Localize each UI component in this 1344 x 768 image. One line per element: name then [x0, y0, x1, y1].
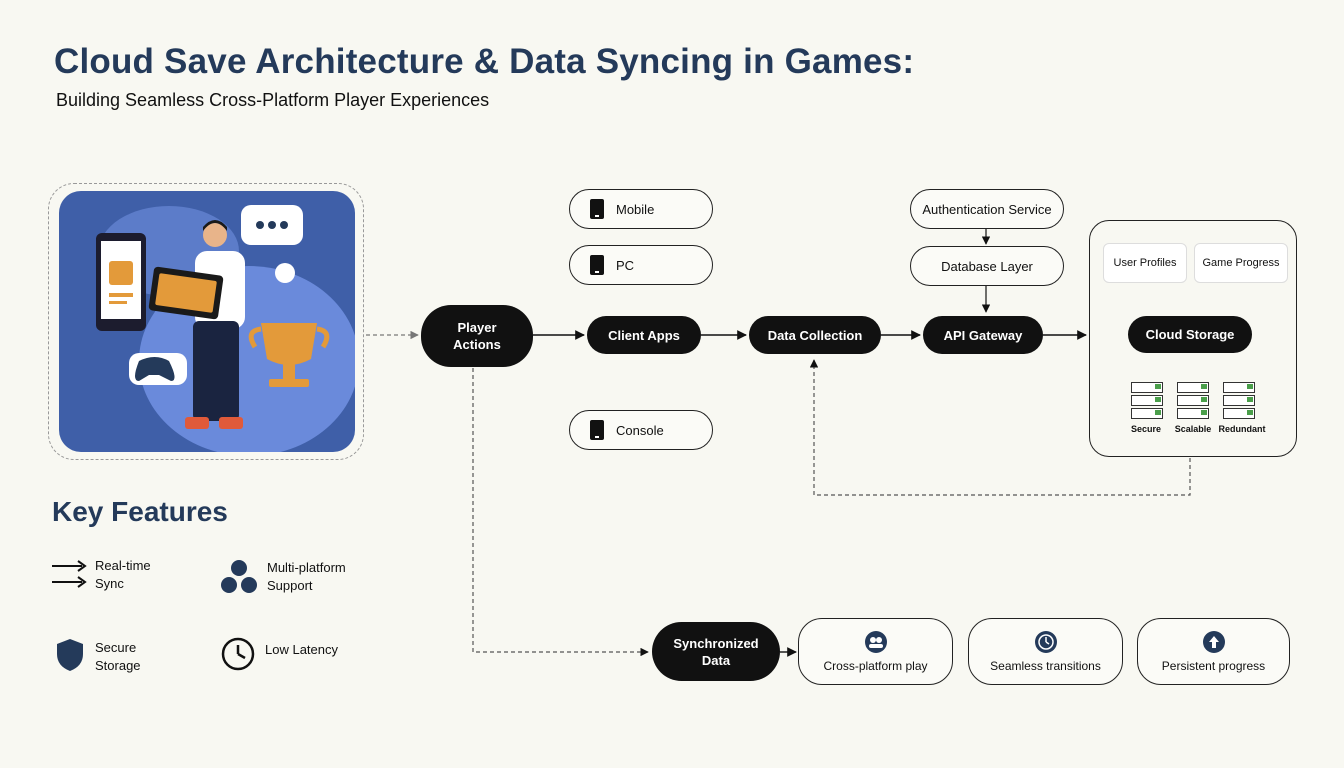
person-figure	[148, 220, 245, 429]
server-label-secure: Secure	[1130, 424, 1162, 434]
clock-icon	[221, 637, 255, 671]
page-title: Cloud Save Architecture & Data Syncing i…	[54, 42, 915, 81]
synchronized-data-node[interactable]: Synchronized Data	[652, 622, 780, 681]
outcome-cross-platform[interactable]: Cross-platform play	[798, 618, 953, 685]
outcome-label: Seamless transitions	[990, 658, 1101, 673]
users-icon	[864, 630, 887, 653]
outcome-label: Cross-platform play	[823, 658, 928, 673]
feature-low-latency: Low Latency	[265, 642, 338, 657]
phone-icon	[96, 233, 146, 331]
player-illustration	[59, 191, 355, 452]
server-label-redundant: Redundant	[1218, 424, 1266, 434]
feature-secure-storage: Secure Storage	[95, 640, 141, 673]
database-layer-node[interactable]: Database Layer	[910, 246, 1064, 286]
device-mobile-label: Mobile	[616, 201, 655, 217]
chat-bubble-icon	[241, 205, 303, 283]
outcome-persistent-progress[interactable]: Persistent progress	[1137, 618, 1290, 685]
data-collection-node[interactable]: Data Collection	[749, 316, 881, 354]
gamepad-icon	[129, 353, 187, 385]
device-pc-label: PC	[616, 257, 635, 273]
clock-icon	[1034, 630, 1057, 653]
sync-arrows-icon	[52, 560, 87, 588]
authentication-service-node[interactable]: Authentication Service	[910, 189, 1064, 229]
shield-icon	[57, 639, 83, 671]
user-profiles-card[interactable]: User Profiles	[1103, 243, 1187, 283]
device-mobile[interactable]: Mobile	[569, 189, 713, 229]
illustration-frame	[48, 183, 364, 460]
up-arrow-icon	[1202, 630, 1225, 653]
console-icon	[590, 420, 604, 440]
cloud-storage-node[interactable]: Cloud Storage	[1128, 316, 1252, 353]
server-label-scalable: Scalable	[1174, 424, 1212, 434]
three-circles-icon	[221, 560, 257, 593]
trophy-icon	[248, 323, 330, 387]
server-rack-icon	[1223, 382, 1255, 419]
api-gateway-node[interactable]: API Gateway	[923, 316, 1043, 354]
mobile-icon	[590, 199, 604, 219]
feature-multi-platform: Multi-platform Support	[267, 560, 346, 593]
server-rack-icon	[1177, 382, 1209, 419]
player-actions-node[interactable]: Player Actions	[421, 305, 533, 367]
game-progress-card[interactable]: Game Progress	[1194, 243, 1288, 283]
server-rack-icon	[1131, 382, 1163, 419]
feature-realtime-sync: Real-time Sync	[95, 558, 151, 591]
client-apps-node[interactable]: Client Apps	[587, 316, 701, 354]
outcome-label: Persistent progress	[1161, 658, 1266, 673]
device-console-label: Console	[616, 422, 664, 438]
page-subtitle: Building Seamless Cross-Platform Player …	[56, 90, 490, 110]
device-console[interactable]: Console	[569, 410, 713, 450]
device-pc[interactable]: PC	[569, 245, 713, 285]
pc-icon	[590, 255, 604, 275]
outcome-seamless-transitions[interactable]: Seamless transitions	[968, 618, 1123, 685]
gamer-scene-illustration	[96, 205, 355, 452]
key-features-title: Key Features	[52, 496, 228, 527]
